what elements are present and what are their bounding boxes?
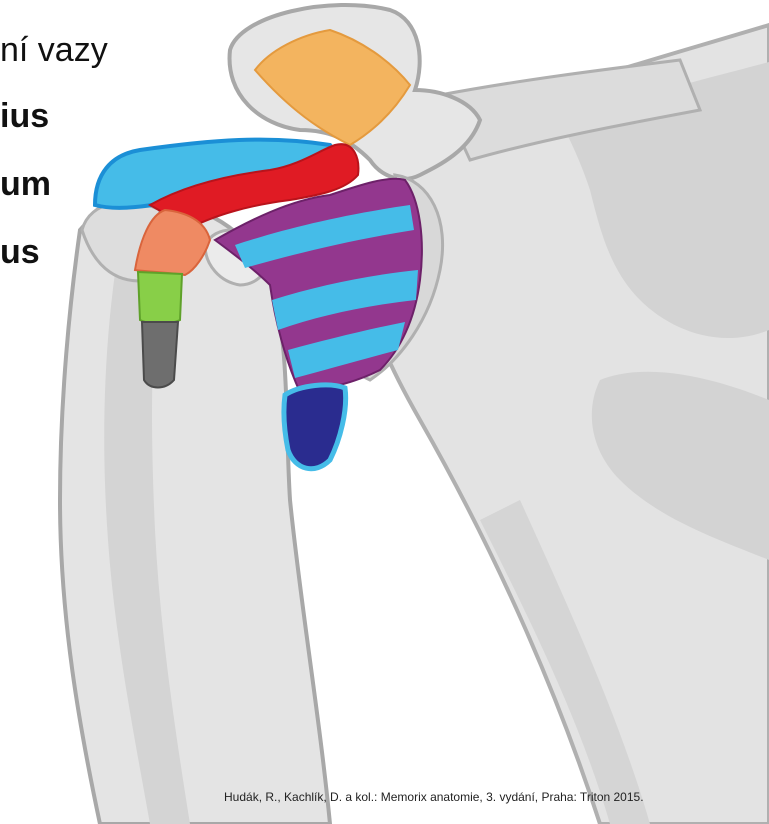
label-ligaments: ní vazy [0, 30, 108, 70]
label-muscle-2: um [0, 164, 51, 204]
label-muscle-1: ius [0, 96, 49, 136]
source-citation: Hudák, R., Kachlík, D. a kol.: Memorix a… [224, 790, 644, 804]
tendon-sheath [138, 272, 182, 324]
inferior-capsule [284, 385, 346, 469]
label-muscle-3: us [0, 232, 40, 272]
biceps-tendon-grey [142, 322, 178, 388]
